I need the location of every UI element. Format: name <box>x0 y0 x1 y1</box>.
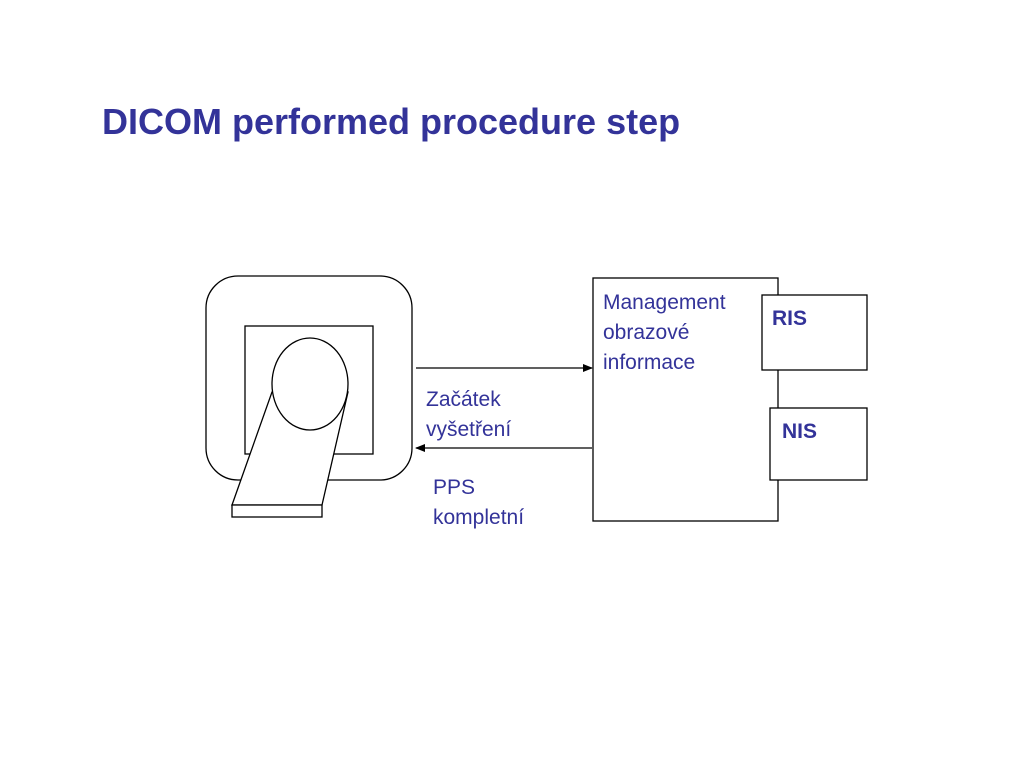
ris-label: RIS <box>772 307 807 330</box>
nis-label: NIS <box>782 420 817 443</box>
management-box <box>593 278 778 521</box>
patient-head <box>272 338 348 430</box>
label-start-examination: Začátek vyšetření <box>426 388 511 441</box>
modality-scanner-icon <box>206 276 412 517</box>
nis-box <box>770 408 867 480</box>
patient-table-front <box>232 505 322 517</box>
label-pps-complete: PPS kompletní <box>433 476 524 529</box>
